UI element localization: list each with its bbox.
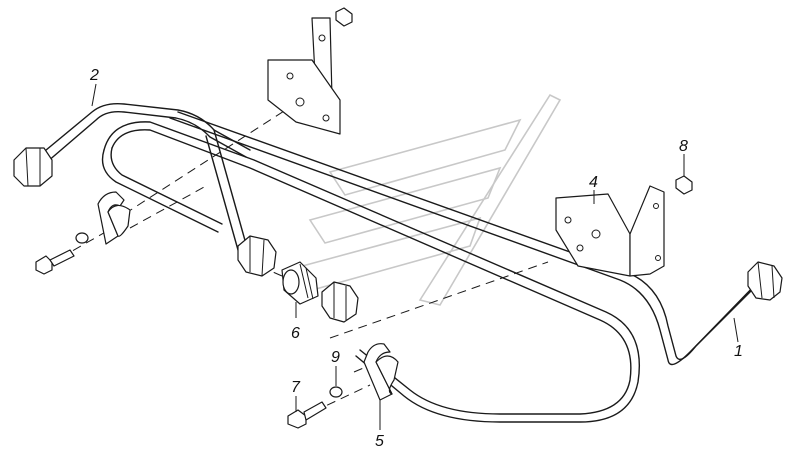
callout-leaders — [91, 83, 739, 430]
callout-1: 1 — [734, 343, 743, 360]
washer-part-9 — [329, 386, 343, 398]
watermark-logo — [293, 93, 562, 306]
fitting-nut-pipe-2 — [237, 235, 277, 277]
bracket-part-4 — [555, 185, 665, 277]
bolt-left — [35, 249, 75, 275]
callout-9: 9 — [331, 349, 340, 366]
bracket-upper — [267, 17, 341, 135]
nut-upper-bracket — [335, 7, 353, 27]
callout-4: 4 — [589, 174, 598, 191]
nut-part-8 — [675, 175, 693, 195]
nut-left-end — [13, 147, 53, 187]
callout-2: 2 — [89, 67, 99, 84]
pipe-2 — [33, 102, 251, 251]
callout-8: 8 — [679, 138, 688, 155]
bolt-part-7 — [287, 401, 327, 429]
callout-6: 6 — [291, 325, 300, 342]
callout-7: 7 — [291, 379, 301, 396]
nut-right-end — [747, 261, 783, 301]
assembly-lines — [59, 101, 549, 419]
fitting-nut-pipe-1 — [321, 281, 359, 323]
callout-5: 5 — [375, 433, 384, 450]
clamp-left — [97, 191, 131, 245]
pipe-1 — [101, 111, 767, 423]
washer-left — [75, 232, 89, 244]
clamp-part-5 — [363, 343, 399, 401]
part-6-adapter — [281, 261, 319, 305]
callout-labels: 1 2 4 5 6 7 8 9 — [89, 67, 743, 450]
